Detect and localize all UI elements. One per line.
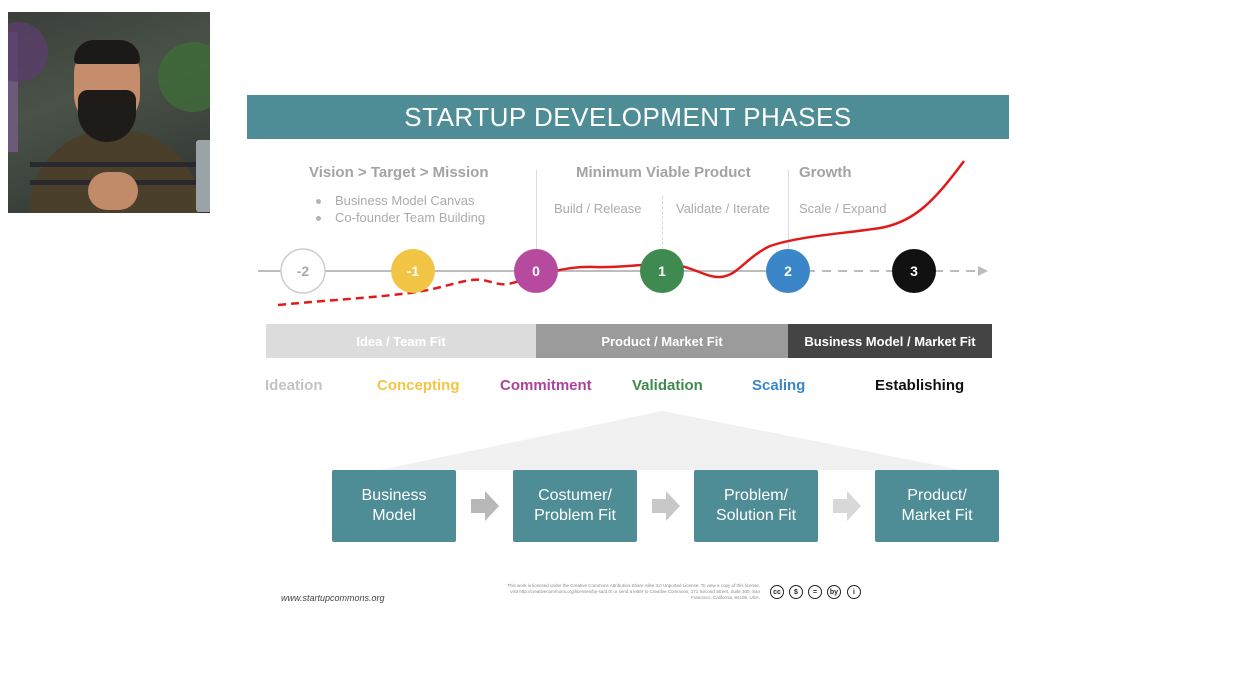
zoom-fan-shape [380,411,962,470]
mvp-sub-validate: Validate / Iterate [676,201,770,216]
shelf [8,32,18,152]
vision-bullet: Co-founder Team Building [316,210,485,225]
growth-sub: Scale / Expand [799,201,887,216]
vision-bullet: Business Model Canvas [316,193,474,208]
arrow-right-icon [471,491,499,521]
milestone-label: -2 [297,263,310,279]
mvp-sub-build: Build / Release [554,201,642,216]
shirt-stripe [30,162,200,167]
presenter-hair [74,40,140,64]
milestone-label: 3 [910,263,918,279]
milestone-label: -1 [407,263,420,279]
fit-bar-idea-team: Idea / Team Fit [266,324,536,358]
laptop [196,140,210,212]
sharealike-icon: by [827,585,841,599]
plant [158,42,210,112]
milestone-label: 1 [658,263,666,279]
milestone-circle [640,249,684,293]
webcam-video [8,12,210,213]
fit-bar-product-market: Product / Market Fit [536,324,788,358]
milestone-circle [892,249,936,293]
mvp-heading: Minimum Viable Product [576,164,751,181]
timeline-arrowhead [978,266,988,276]
stage-scaling: Scaling [752,377,806,394]
arrow-right-icon [652,491,680,521]
stage-commitment: Commitment [500,377,592,394]
milestone-circle [391,249,435,293]
vision-heading: Vision > Target > Mission [309,164,489,181]
stage-concepting: Concepting [377,377,460,394]
milestones: -2 -1 0 1 2 3 [280,248,936,294]
milestone-label: 0 [532,263,540,279]
footer-url: www.startupcommons.org [281,593,385,603]
phase-divider [788,170,789,250]
license-text: This work is licensed under the Creative… [507,583,760,600]
noncommercial-icon: $ [789,585,803,599]
process-box-customer-problem: Costumer/Problem Fit [513,470,637,542]
process-box-product-market: Product/Market Fit [875,470,999,542]
arrow-right-icon [833,491,861,521]
attribution-icon: i [847,585,861,599]
stage-establishing: Establishing [875,377,965,394]
fit-bar-business-model: Business Model / Market Fit [788,324,992,358]
growth-curve-dashed [277,272,541,307]
slide-title: STARTUP DEVELOPMENT PHASES [247,95,1009,139]
presenter-beard [78,90,136,142]
stage-ideation: Ideation [265,377,323,394]
phase-divider [536,170,537,250]
growth-curve-solid [539,160,966,279]
cc-icon: cc [770,585,784,599]
milestone-circle [514,249,558,293]
stage-validation: Validation [632,377,703,394]
milestone-circle [766,249,810,293]
milestone-label: 2 [784,263,792,279]
milestone-circle [280,248,326,294]
process-box-problem-solution: Problem/Solution Fit [694,470,818,542]
growth-heading: Growth [799,164,852,181]
noderivs-icon: = [808,585,822,599]
mvp-dashed-divider [662,196,663,250]
presenter-hands [88,172,138,210]
